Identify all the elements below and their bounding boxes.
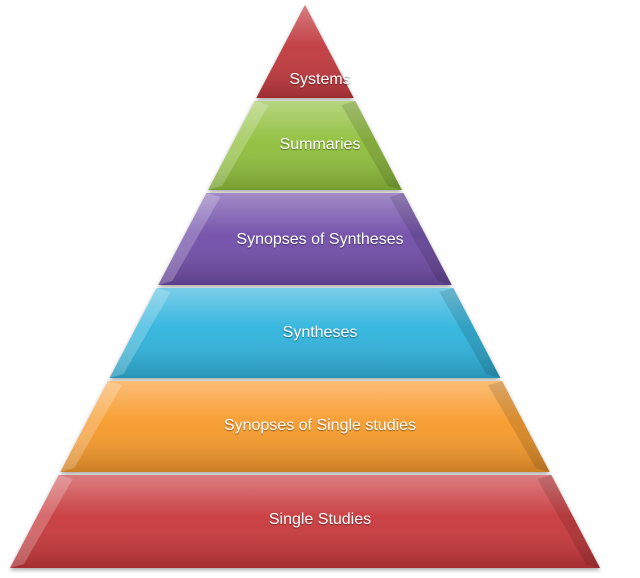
level-sheen-single-studies <box>10 475 600 568</box>
level-sheen-syntheses <box>109 288 501 378</box>
level-sheen-summaries <box>208 101 402 190</box>
level-sheen-synopses-of-single-studies <box>60 381 550 472</box>
level-sheen-systems <box>256 5 354 98</box>
level-bevel-right-synopses-of-syntheses <box>389 193 452 285</box>
level-bevel-left-single-studies <box>10 475 73 568</box>
level-bevel-right-synopses-of-single-studies <box>488 381 550 472</box>
level-bevel-left-synopses-of-syntheses <box>158 193 221 285</box>
level-bevel-right-single-studies <box>537 475 600 568</box>
level-bevel-right-syntheses <box>439 288 501 378</box>
level-sheen-synopses-of-syntheses <box>158 193 452 285</box>
level-bevel-left-summaries <box>208 101 269 190</box>
level-bevel-left-synopses-of-single-studies <box>60 381 122 472</box>
level-bevel-left-syntheses <box>109 288 171 378</box>
level-bevel-right-summaries <box>341 101 402 190</box>
